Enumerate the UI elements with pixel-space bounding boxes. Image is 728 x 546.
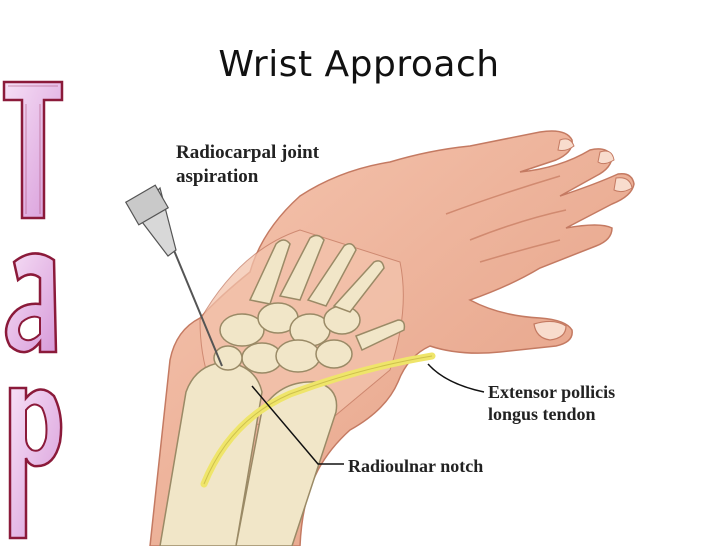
slide-title: Wrist Approach — [218, 44, 500, 85]
leader-line-radioulnar — [251, 385, 344, 465]
carpal-bones — [213, 234, 406, 374]
label-radioulnar: Radioulnar notch — [348, 456, 483, 476]
label-radiocarpal-line2: aspiration — [176, 166, 259, 187]
label-extensor-line1: Extensor pollicis — [488, 382, 615, 402]
leader-lines — [251, 363, 485, 465]
wordart-tap — [2, 80, 64, 540]
leader-line-extensor — [427, 363, 485, 393]
wordart-letter-p — [8, 386, 63, 540]
syringe-needle — [124, 184, 223, 367]
wordart-letter-a — [4, 252, 58, 354]
forearm-bones — [159, 361, 338, 546]
label-extensor-line2: longus tendon — [488, 404, 596, 424]
wordart-letter-t — [2, 80, 64, 220]
label-radiocarpal-line1: Radiocarpal joint — [176, 142, 320, 163]
